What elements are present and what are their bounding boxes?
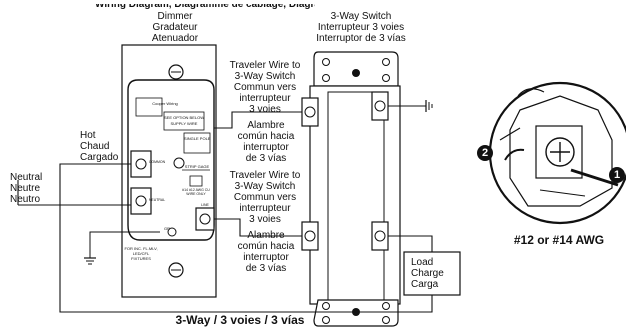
dimmer-neutral-terminal: [130, 187, 152, 215]
switch-toggle: [327, 91, 385, 301]
callout-one: 1: [613, 169, 621, 181]
dimmer-label-line1: Dimmer: [157, 11, 193, 22]
dimmer-fixtures: FOR INC. FL.MLV, LED/CFL FIXTURES: [124, 246, 158, 261]
traveler-lower-label: Traveler Wire to 3-Way Switch Commun ver…: [224, 170, 306, 225]
callout-two-marker: [477, 145, 493, 161]
load-l3: Carga: [411, 279, 439, 290]
traveler-upper-l2: 3-Way Switch: [234, 71, 296, 82]
dimmer-common-tab: COMMON: [148, 160, 166, 164]
traveler-lower-l4: interrupteur: [239, 203, 291, 214]
dimmer-label-line2: Gradateur: [152, 22, 198, 33]
callout-two: 2: [481, 147, 489, 159]
diagram-footer: 3-Way / 3 voies / 3 vías: [175, 313, 305, 327]
load-l2: Charge: [411, 268, 444, 279]
diagram-header: Wiring Diagram, Diagramme de câblage, Di…: [95, 0, 396, 10]
detail-terminal-drawing: [499, 88, 619, 207]
load-l1: Load: [411, 257, 434, 268]
switch-label: 3-Way Switch Interrupteur 3 voies Interr…: [306, 11, 416, 44]
switch-label-line3: Interruptor de 3 vías: [316, 33, 406, 44]
comun-lower-l4: de 3 vías: [245, 263, 287, 274]
traveler-lower-l1: Traveler Wire to: [229, 170, 301, 181]
dimmer-brand: Cooper Wiring: [152, 101, 178, 106]
hot-label: Hot Chaud Cargado: [80, 130, 118, 163]
comun-upper-l4: de 3 vías: [245, 153, 287, 164]
load-box: [403, 251, 461, 296]
dimmer-common-terminal: [130, 150, 152, 178]
load-label: Load Charge Carga: [411, 257, 444, 290]
neutral-label: Neutral Neutre Neutro: [10, 172, 42, 205]
hot-l3: Cargado: [80, 152, 119, 163]
switch-top-screw: [352, 69, 360, 77]
comun-upper-label: Alambre común hacia interruptor de 3 vía…: [232, 120, 300, 164]
callout-one-marker: [609, 167, 625, 183]
comun-upper-l1: Alambre: [247, 120, 285, 131]
hot-l2: Chaud: [80, 141, 110, 152]
traveler-upper-label: Traveler Wire to 3-Way Switch Commun ver…: [224, 60, 306, 115]
dimmer-line-terminal: [195, 207, 215, 231]
dimmer-awg: #14 #12 AWG CU WIRE ONLY: [182, 188, 210, 196]
hot-l1: Hot: [80, 130, 96, 141]
switch-label-line1: 3-Way Switch: [330, 11, 392, 22]
dimmer-middle-screw: [173, 157, 185, 169]
traveler-upper-l5: 3 voies: [249, 104, 281, 115]
comun-lower-l2: común hacia: [237, 241, 295, 252]
comun-lower-l1: Alambre: [247, 230, 285, 241]
dimmer-single-pole: SINGLE POLE: [184, 136, 211, 141]
comun-lower-label: Alambre común hacia interruptor de 3 vía…: [232, 230, 300, 274]
traveler-lower-l5: 3 voies: [249, 214, 281, 225]
comun-upper-l3: interruptor: [243, 142, 289, 153]
traveler-upper-l1: Traveler Wire to: [229, 60, 301, 71]
comun-lower-l3: interruptor: [243, 252, 289, 263]
neutral-l3: Neutro: [10, 194, 41, 205]
dimmer-line-tab: LINE: [201, 203, 209, 207]
traveler-lower-l2: 3-Way Switch: [234, 181, 296, 192]
switch-label-line2: Interrupteur 3 voies: [317, 22, 405, 33]
traveler-upper-l4: interrupteur: [239, 93, 291, 104]
traveler-upper-l3: Commun vers: [233, 82, 297, 93]
dimmer-spec2: SUPPLY WIRE: [170, 121, 198, 126]
traveler-lower-l3: Commun vers: [233, 192, 297, 203]
neutral-l2: Neutre: [10, 183, 41, 194]
comun-upper-l2: común hacia: [237, 131, 295, 142]
dimmer-strip-gauge: STRIP GAGE: [184, 164, 210, 169]
dimmer-spec1: SEE OPTION BELOW: [164, 115, 205, 120]
dimmer-label-line3: Atenuador: [151, 33, 199, 44]
dimmer-gr-tab: GR: [164, 226, 170, 231]
neutral-l1: Neutral: [10, 172, 43, 183]
wire-gauge-label: #12 or #14 AWG: [513, 233, 605, 247]
dimmer-label: Dimmer Gradateur Atenuador: [140, 11, 210, 44]
dimmer-neutral-tab: NEUTRAL: [148, 198, 166, 202]
